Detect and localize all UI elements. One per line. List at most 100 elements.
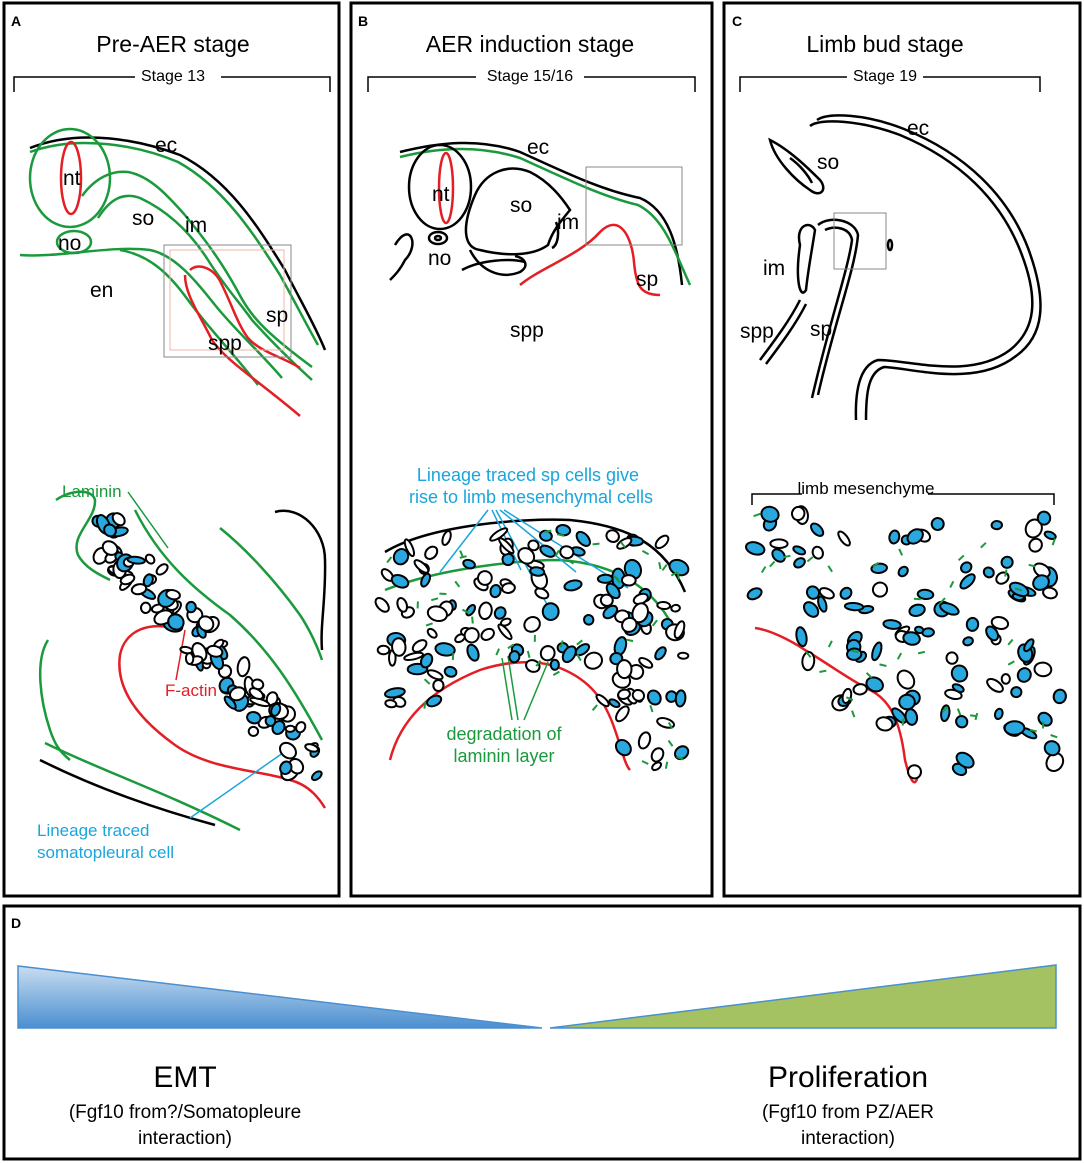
cell [493, 606, 507, 620]
laminin-fragment [559, 640, 564, 648]
laminin-fragment [658, 562, 662, 570]
panel-b: B AER induction stage Stage 15/16 ec nt … [358, 13, 696, 772]
cell [904, 708, 919, 726]
cell [839, 586, 853, 600]
cell [605, 582, 621, 600]
laminin-fragment [1004, 569, 1008, 577]
panel-b-title: AER induction stage [426, 31, 634, 57]
cell [384, 687, 406, 699]
cell [965, 616, 980, 632]
cell [563, 579, 583, 592]
cell [1016, 667, 1032, 683]
cell [391, 637, 407, 657]
proliferation-label: Proliferation [768, 1061, 928, 1094]
cell [441, 530, 452, 546]
cell [498, 537, 515, 555]
panel-a-title: Pre-AER stage [96, 31, 249, 57]
cell [1042, 586, 1058, 600]
cell [432, 679, 445, 692]
label-so-c: so [817, 151, 839, 174]
laminin-fragment [974, 712, 979, 721]
label-en: en [90, 279, 113, 302]
annotation-factin: F-actin [165, 681, 217, 700]
cell [426, 605, 448, 623]
label-no: no [58, 232, 81, 255]
label-spp-c: spp [740, 320, 774, 343]
label-spp-b: spp [510, 319, 544, 342]
cell [500, 617, 512, 627]
stage-label-bg [847, 67, 923, 83]
panel-d-frame [2, 904, 1082, 1161]
cell [902, 631, 921, 646]
cell [616, 659, 633, 680]
laminin-fragment [676, 755, 684, 761]
cell [616, 537, 633, 550]
laminin-fragment [459, 555, 467, 559]
cell [1032, 574, 1050, 591]
laminin-fragment [941, 706, 949, 713]
label-so: so [132, 207, 154, 230]
laminin-fragment [1050, 734, 1058, 739]
laminin-fragment [851, 710, 856, 718]
cell [426, 669, 444, 681]
cell [852, 683, 868, 696]
cell [376, 644, 391, 656]
cell [582, 614, 595, 626]
cell [1023, 638, 1035, 653]
cell [771, 548, 786, 563]
cell [673, 745, 690, 761]
laminin-fragment [1029, 728, 1037, 733]
laminin-fragment [651, 619, 658, 627]
laminin-fragment [865, 672, 873, 679]
laminin-fragment [386, 556, 393, 564]
laminin-fragment [1007, 638, 1014, 646]
cell [420, 572, 432, 588]
laminin-fragment [461, 608, 470, 614]
cell [599, 593, 614, 607]
cell [986, 677, 1004, 693]
proliferation-wedge [549, 964, 1057, 1029]
cell [310, 770, 323, 782]
laminin-fragment [667, 722, 674, 730]
cell [403, 538, 416, 558]
cell [466, 643, 480, 662]
cell [197, 615, 215, 632]
annotation-limb-mesenchyme: limb mesenchyme [798, 479, 935, 498]
cell [229, 686, 247, 702]
cell [549, 658, 560, 671]
cell [916, 588, 935, 601]
laminin-fragment [1014, 587, 1023, 592]
cell [443, 665, 458, 678]
cell [674, 689, 687, 708]
laminin-fragment [898, 548, 904, 556]
laminin-fragment [613, 575, 620, 582]
cell [843, 601, 865, 612]
stage-label-bg [476, 67, 584, 83]
label-ec-c: ec [907, 117, 929, 140]
annotation-lineage-b-2: rise to limb mesenchymal cells [409, 487, 653, 507]
cell [896, 669, 916, 690]
laminin-fragment [667, 739, 674, 747]
cell [523, 616, 541, 633]
cell [583, 651, 603, 670]
cell [602, 604, 619, 620]
cell [769, 538, 789, 550]
cell [248, 687, 264, 701]
cell [247, 725, 260, 737]
cell [673, 620, 686, 640]
annotation-laminin: Laminin [62, 482, 122, 501]
cell [817, 595, 828, 613]
laminin-fragment [661, 564, 668, 571]
proliferation-sub-2: interaction) [801, 1128, 895, 1149]
panel-a: A Pre-AER stage Stage 13 nt [11, 13, 331, 862]
cell [951, 683, 965, 694]
cell [185, 600, 197, 614]
laminin-fragment [917, 650, 926, 655]
laminin-fragment [939, 597, 946, 604]
annotation-lineage-a-1: Lineage traced [37, 821, 149, 840]
cell [463, 627, 480, 644]
cell [945, 651, 959, 665]
factin-pointer [175, 629, 186, 681]
laminin-fragment [753, 512, 761, 518]
cell [982, 566, 995, 579]
